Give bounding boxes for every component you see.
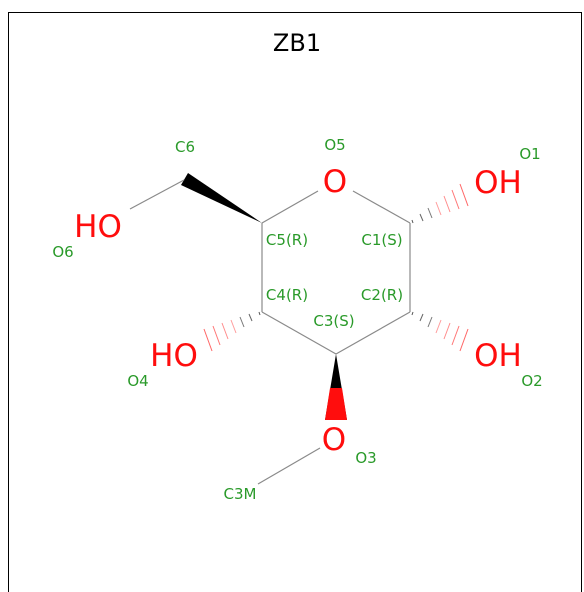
atom-o3: O (322, 422, 346, 458)
bond-c2-c3 (335, 311, 411, 355)
label-o5: O5 (324, 136, 345, 154)
label-o4: O4 (127, 372, 148, 390)
bond-o3-c3m (257, 447, 321, 485)
atom-o2: OH (474, 338, 522, 374)
bond-c6-o6 (129, 179, 185, 210)
hashed-bond-c1-o1 (411, 183, 469, 224)
bond-c3-c4 (261, 311, 337, 355)
hashed-bond-c4-o4 (203, 311, 261, 352)
bond-o5-c1 (352, 190, 411, 224)
label-o3: O3 (355, 449, 376, 467)
atom-o5: O (323, 164, 347, 200)
atom-o1: OH (474, 165, 522, 201)
label-c3m: C3M (224, 485, 257, 503)
atom-o4: HO (150, 338, 198, 374)
hashed-bond-c2-o2 (411, 311, 469, 352)
diagram-frame (8, 12, 582, 592)
label-o6: O6 (52, 243, 73, 261)
label-o2: O2 (521, 372, 542, 390)
label-c6: C6 (175, 138, 195, 156)
label-c4: C4(R) (266, 286, 308, 304)
wedge-bond-c3-o3-red (325, 388, 347, 420)
label-o1: O1 (519, 145, 540, 163)
wedge-bond-c5-c6 (181, 173, 262, 223)
diagram-title: ZB1 (273, 29, 321, 57)
label-c3: C3(S) (313, 312, 354, 330)
label-c1: C1(S) (361, 231, 402, 249)
bond-c5-o5 (261, 190, 319, 224)
label-c2: C2(R) (361, 286, 403, 304)
atom-o6: HO (74, 209, 122, 245)
label-c5: C5(R) (266, 231, 308, 249)
ring-bonds (261, 190, 411, 355)
